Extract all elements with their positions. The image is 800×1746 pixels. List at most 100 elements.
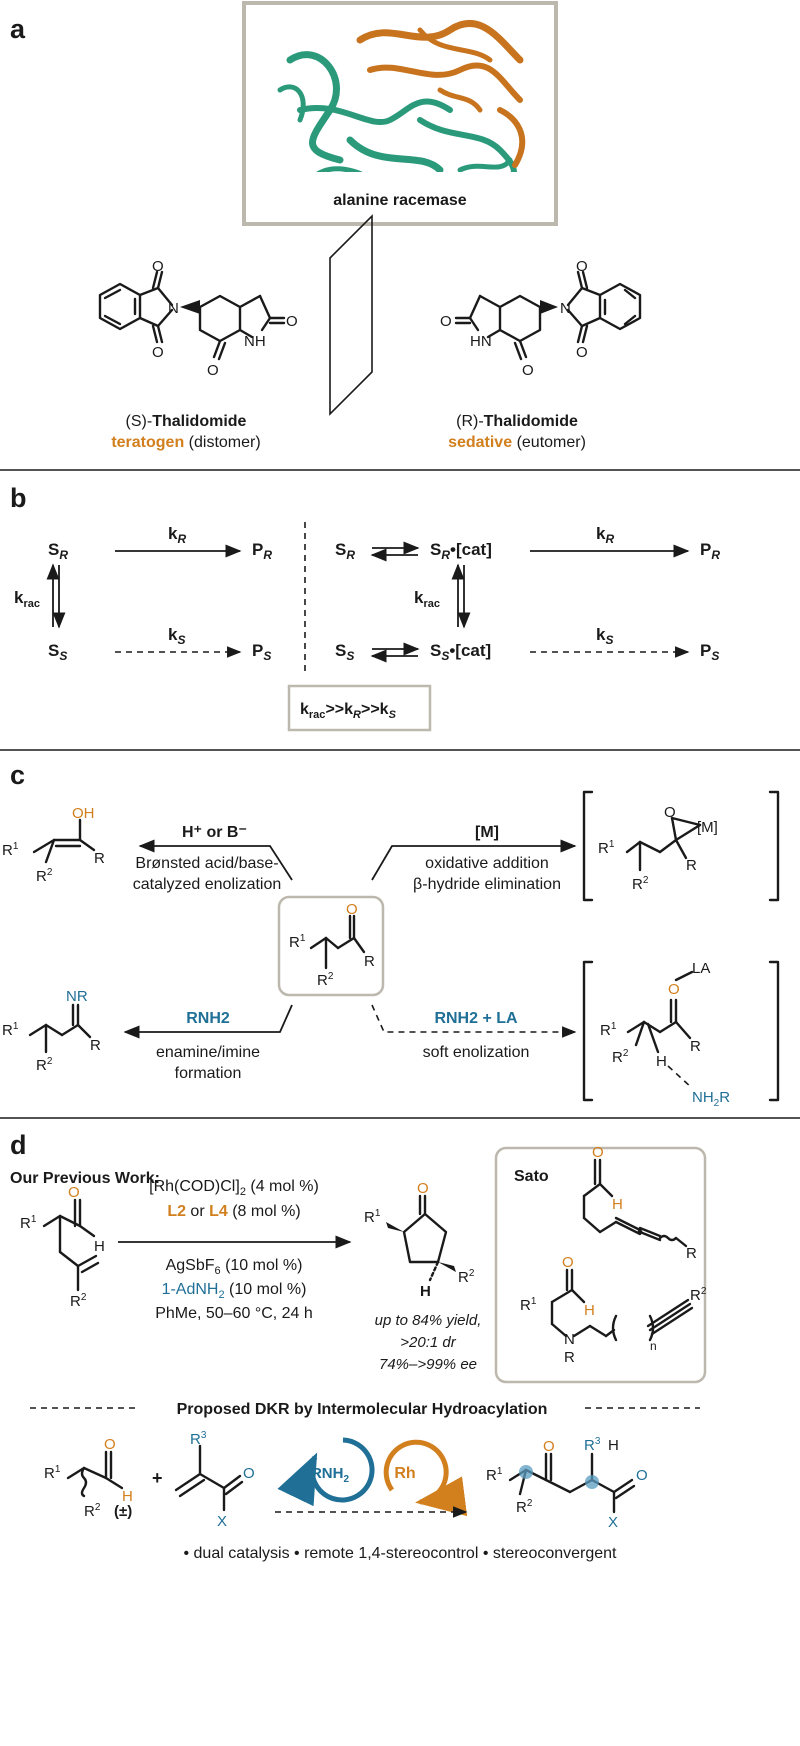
catalyst-amine: RNH2	[311, 1465, 350, 1485]
catalyst-rh: Rh	[394, 1465, 415, 1482]
imine-structure: NR R1 R R2	[2, 988, 101, 1074]
atom-r2: R2	[690, 1286, 707, 1304]
atom-o: O	[346, 901, 358, 918]
atom-h: H	[612, 1196, 623, 1213]
panel-d-label: d	[10, 1130, 27, 1160]
ks-label: kS	[168, 625, 185, 647]
atom-r2: R2	[632, 875, 649, 893]
acrylate-structure: R3 O X	[174, 1430, 255, 1530]
atom-r3: R3	[584, 1436, 601, 1454]
dr-text: >20:1 dr	[400, 1334, 456, 1351]
amine-desc-2: formation	[175, 1065, 242, 1082]
condition-ligand: L2 or L4 (8 mol %)	[167, 1203, 300, 1220]
krac-label: krac	[14, 588, 40, 610]
sato-label: Sato	[514, 1168, 549, 1185]
kr-label: kR	[168, 524, 186, 546]
atom-r2: R2	[36, 1056, 53, 1074]
metal-desc-1: oxidative addition	[425, 855, 549, 872]
ee-text: 74%–>99% ee	[379, 1356, 477, 1373]
atom-r1: R1	[600, 1021, 617, 1039]
atom-h: H	[608, 1437, 619, 1454]
atom-o: O	[522, 362, 534, 379]
sr-label: SR	[48, 540, 68, 562]
r-thalidomide-name: (R)-Thalidomide	[456, 413, 578, 430]
atom-h: H	[656, 1053, 667, 1070]
soft-desc: soft enolization	[423, 1044, 530, 1061]
atom-o: O	[664, 804, 676, 821]
pr-label-2: PR	[700, 540, 720, 562]
ps-label: PS	[252, 641, 271, 663]
atom-oh: OH	[72, 805, 95, 822]
atom-o: O	[636, 1467, 648, 1484]
panel-b-label: b	[10, 483, 27, 513]
atom-r1: R1	[2, 1021, 19, 1039]
atom-r: R	[690, 1038, 701, 1055]
metallacycle-structure: O [M] R1 R R2	[582, 790, 780, 902]
previous-work-heading: Our Previous Work:	[10, 1170, 160, 1187]
atom-h: H	[420, 1283, 431, 1300]
soft-label: RNH2 + LA	[434, 1010, 518, 1027]
atom-r1: R1	[486, 1466, 503, 1484]
arrow-metal	[371, 839, 577, 881]
arrow-enolization	[138, 839, 293, 881]
cyclopentanone-product-structure: O R1 R2 H	[364, 1180, 475, 1300]
protein-structure-image: alanine racemase	[242, 1, 558, 226]
atom-r1: R1	[2, 841, 19, 859]
plus-sign: +	[152, 1468, 163, 1488]
acid-base-label: H⁺ or B⁻	[182, 824, 247, 841]
atom-r1: R1	[520, 1296, 537, 1314]
atom-r1: R1	[598, 839, 615, 857]
kinetic-resolution-scheme: SR kR PR krac SS kS PS SR SR•[cat] kR PR…	[14, 522, 720, 672]
s-thalidomide-name: (S)-Thalidomide	[126, 413, 247, 430]
aldehyde-substrate-structure: O H R1 R2	[20, 1184, 105, 1310]
krac-label-2: krac	[414, 588, 440, 610]
atom-r3: R3	[190, 1430, 207, 1448]
atom-r1: R1	[20, 1214, 37, 1232]
atom-r2: R2	[70, 1292, 87, 1310]
sato-alkyne-structure: O H R1 N R n R2	[520, 1254, 707, 1366]
atom-nh2r: NH2R	[692, 1089, 730, 1109]
dual-catalysis-cycles: RNH2 Rh	[277, 1437, 468, 1516]
s-thalidomide-role: teratogen (distomer)	[111, 434, 260, 451]
atom-r2: R2	[458, 1268, 475, 1286]
enol-structure: OH R1 R R2	[2, 805, 105, 885]
atom-x: X	[608, 1514, 618, 1531]
ks-label-2: kS	[596, 625, 613, 647]
sato-allene-structure: O H R	[582, 1144, 697, 1262]
metal-desc-2: β-hydride elimination	[413, 876, 561, 893]
atom-r: R	[94, 850, 105, 867]
atom-o: O	[417, 1180, 429, 1197]
acid-base-desc-1: Brønsted acid/base-	[135, 855, 278, 872]
atom-x: X	[217, 1513, 227, 1530]
atom-hn: HN	[470, 333, 492, 350]
condition-solvent: PhMe, 50–60 °C, 24 h	[155, 1305, 313, 1322]
atom-o: O	[207, 362, 219, 379]
atom-o: O	[562, 1254, 574, 1271]
amine-label: RNH2	[186, 1010, 230, 1027]
atom-la: LA	[692, 960, 710, 977]
arrow-soft-enolization	[371, 1004, 577, 1038]
atom-nh: NH	[244, 333, 266, 350]
condition-silver: AgSbF6 (10 mol %)	[166, 1257, 303, 1277]
feature-bullets: • dual catalysis • remote 1,4-stereocont…	[183, 1545, 617, 1562]
atom-r: R	[564, 1349, 575, 1366]
condition-catalyst: [Rh(COD)Cl]2 (4 mol %)	[149, 1178, 319, 1198]
pr-label: PR	[252, 540, 272, 562]
atom-nr: NR	[66, 988, 88, 1005]
rate-relation-box	[287, 684, 432, 732]
atom-r: R	[364, 953, 375, 970]
atom-h: H	[94, 1238, 105, 1255]
panel-c-label: c	[10, 760, 25, 790]
sr-cat-label: SR•[cat]	[430, 540, 492, 562]
protein-label: alanine racemase	[333, 192, 467, 209]
arrow-imine	[123, 1004, 293, 1039]
kr-label-2: kR	[596, 524, 614, 546]
atom-o: O	[68, 1184, 80, 1201]
atom-o: O	[576, 258, 588, 275]
sr-label-2: SR	[335, 540, 355, 562]
atom-n: N	[564, 1331, 575, 1348]
atom-h: H	[584, 1302, 595, 1319]
mirror-plane	[329, 214, 373, 416]
racemic-label: (±)	[114, 1503, 132, 1520]
atom-o: O	[592, 1144, 604, 1161]
